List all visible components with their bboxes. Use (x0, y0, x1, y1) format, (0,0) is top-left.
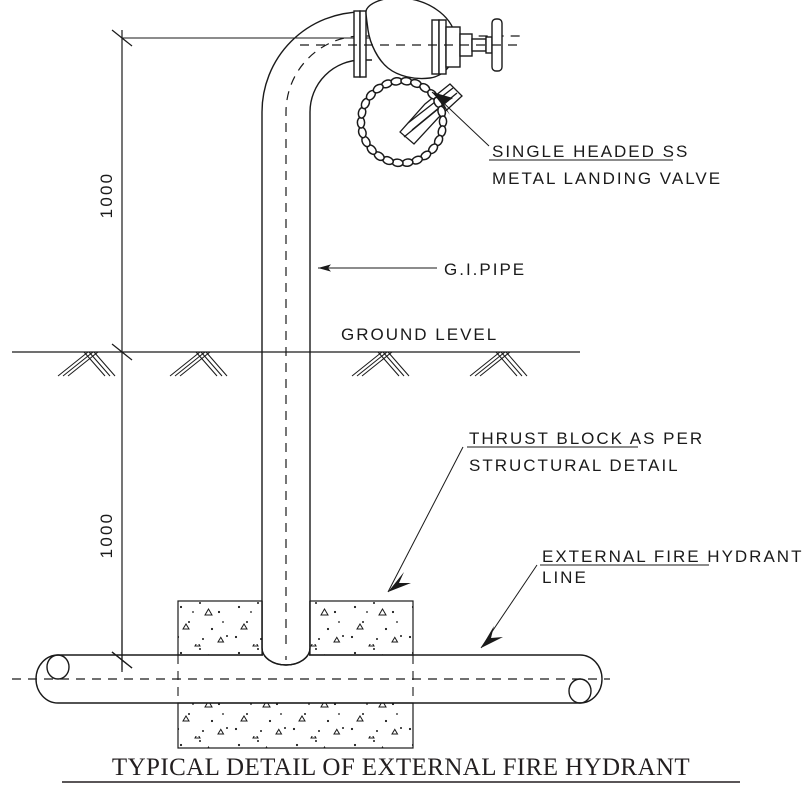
pipe-bottom-cap-overlay (261, 647, 311, 666)
label-landing-valve-line1: SINGLE HEADED SS (492, 142, 689, 161)
main-pipe-right-socket (568, 678, 592, 704)
leader-landing-valve (431, 91, 673, 161)
label-gi-pipe: G.I.PIPE (444, 260, 526, 279)
dimension-group: 1000 1000 (97, 29, 418, 670)
thrust-block-upper-right (309, 600, 414, 656)
thrust-block (177, 600, 414, 749)
thrust-block-hidden-edges (177, 655, 414, 703)
leader-arrowhead-hydrant (481, 626, 503, 648)
thrust-block-upper-left (177, 600, 263, 656)
ground-level-group (12, 351, 580, 377)
leader-arrowhead-valve (432, 92, 453, 115)
pipe-inner-wall (309, 59, 372, 648)
leader-thrust-block (387, 446, 638, 593)
dimension-label-above-ground: 1000 (97, 172, 116, 219)
label-hydrant-line2: LINE (542, 568, 588, 587)
label-landing-valve-line2: METAL LANDING VALVE (492, 169, 722, 188)
thrust-block-lower (177, 702, 414, 749)
main-pipe-right-end (579, 654, 603, 704)
dimension-label-below-ground: 1000 (97, 512, 116, 559)
leader-hydrant-line (480, 564, 709, 649)
valve-inlet-flange (353, 10, 367, 78)
label-thrust-block-line2: STRUCTURAL DETAIL (469, 456, 680, 475)
label-ground-level: GROUND LEVEL (341, 325, 498, 344)
main-pipe-left-socket (46, 654, 70, 680)
ground-hatch-marks (57, 351, 528, 377)
chain-link (372, 83, 384, 94)
label-hydrant-line1: EXTERNAL FIRE HYDRANT (542, 547, 802, 566)
drawing-title: TYPICAL DETAIL OF EXTERNAL FIRE HYDRANT (112, 754, 690, 781)
valve-chain (356, 76, 448, 168)
landing-valve (300, 0, 520, 80)
leader-arrowhead-thrust (388, 572, 411, 592)
valve-bonnet-flange (431, 19, 461, 75)
pipe-centerline (285, 35, 520, 660)
label-thrust-block-line1: THRUST BLOCK AS PER (469, 429, 704, 448)
riser-opening-mask (263, 650, 309, 656)
pipe-outer-wall (261, 11, 372, 648)
